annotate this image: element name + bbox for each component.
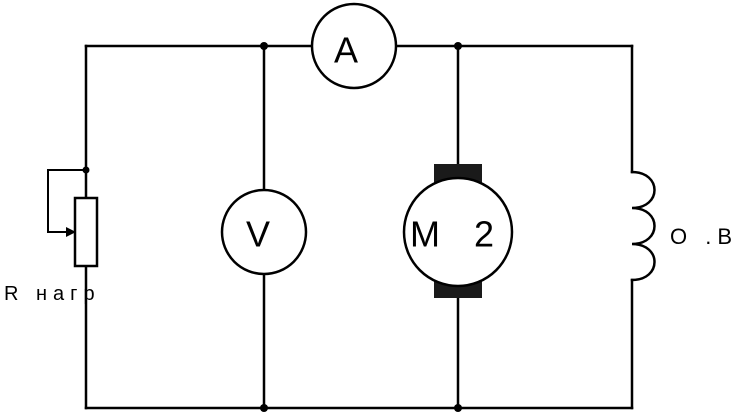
- ammeter-label: A: [334, 30, 358, 71]
- motor-label: M 2: [410, 214, 506, 255]
- voltmeter: [220, 188, 308, 276]
- ammeter: [310, 2, 398, 90]
- load-resistor: [73, 196, 99, 268]
- field-winding-label: О .В .: [670, 224, 739, 249]
- rheostat-slider: [47, 169, 86, 237]
- junction-node-bottom-motor: [454, 404, 462, 412]
- load-resistor-label: R нагр: [4, 283, 101, 305]
- junction-node-bottom-voltmeter: [260, 404, 268, 412]
- rheostat-tap-node: [82, 166, 90, 174]
- voltmeter-label: V: [246, 214, 270, 255]
- field-winding-coil: [630, 170, 656, 282]
- junction-node-top-voltmeter: [260, 42, 268, 50]
- motor: [402, 176, 514, 288]
- junction-node-top-motor: [454, 42, 462, 50]
